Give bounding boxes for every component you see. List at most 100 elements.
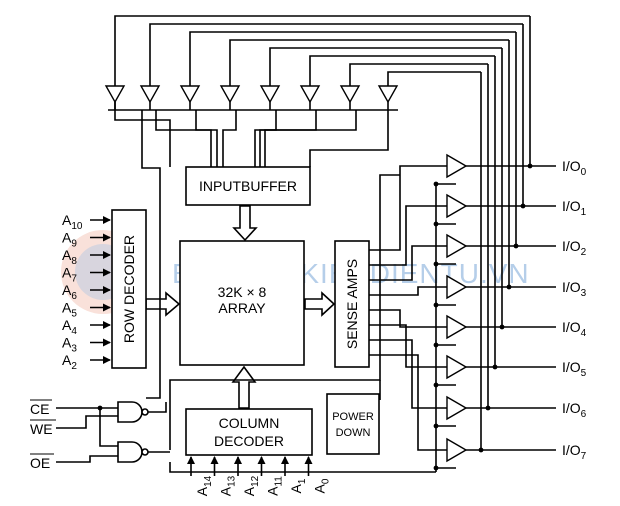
power-down: POWER DOWN — [326, 393, 380, 455]
io-bus-line — [269, 47, 502, 86]
input-driver-triangle — [179, 85, 201, 104]
row-address-pin-label: A2 — [62, 352, 77, 372]
column-address-pin-label: A14 — [194, 475, 214, 496]
output-driver-triangle — [446, 437, 468, 463]
rowdec-to-array-arrow — [145, 291, 181, 317]
ce-pin-label: CE — [30, 401, 49, 417]
column-address-pin-label: A11 — [265, 476, 285, 496]
io-pin-label: I/O2 — [562, 238, 587, 258]
junction-dot — [520, 203, 526, 209]
junction-dot — [478, 447, 484, 453]
driver-to-buffer-wire — [222, 110, 237, 167]
column-address-pin-label: A12 — [241, 475, 261, 496]
row-address-pin-label: A4 — [62, 317, 77, 337]
io-bus-line — [149, 23, 523, 86]
row-address-pin-label: A9 — [62, 230, 77, 250]
output-driver-triangle — [446, 193, 468, 219]
row-address-pin-label: A8 — [62, 247, 77, 267]
io-bus-line — [114, 15, 530, 86]
control-logic — [56, 401, 170, 463]
io-pin-label: I/O6 — [562, 400, 587, 420]
output-drivers — [169, 16, 556, 473]
row-address-pin-label: A5 — [62, 300, 77, 320]
io-pin-label: I/O4 — [562, 319, 587, 339]
coldec-to-array-arrow — [231, 365, 257, 409]
output-driver-triangle — [446, 314, 468, 340]
io-pin-label: I/O5 — [562, 359, 587, 379]
io-bus-line — [229, 39, 509, 86]
buffer-to-array-arrow — [232, 205, 258, 242]
power-down-label-2: DOWN — [336, 427, 371, 439]
io-pin-label: I/O7 — [562, 442, 587, 462]
io-bus-line — [309, 55, 495, 86]
we-pin-label: WE — [30, 421, 53, 437]
oe-pin-label: OE — [30, 455, 50, 471]
junction-dot — [499, 324, 505, 330]
io-pin-label: I/O3 — [562, 279, 587, 299]
row-address-pin-label: A7 — [62, 265, 77, 285]
input-driver-triangle — [377, 85, 399, 104]
output-driver-triangle — [446, 233, 468, 259]
sense-to-driver-wire — [369, 324, 447, 368]
row-address-pin-label: A6 — [62, 282, 77, 302]
junction-dot — [527, 163, 533, 169]
driver-to-buffer-wire — [195, 110, 218, 167]
input-driver-row — [104, 85, 399, 111]
array-to-sense-arrow — [304, 291, 336, 317]
sense-amps: SENSE AMPS — [334, 240, 370, 368]
sense-to-driver-wire — [369, 354, 447, 451]
input-driver-triangle — [299, 85, 321, 104]
control-wires — [141, 110, 400, 450]
input-driver-triangle — [259, 85, 281, 104]
row-address-pin-label: A10 — [62, 212, 83, 232]
input-buffer: INPUTBUFFER — [185, 166, 311, 206]
io-pin-label: I/O1 — [562, 198, 587, 218]
junction-dot — [485, 405, 491, 411]
column-decoder-label-1: COLUMN — [219, 415, 280, 431]
sense-amps-label: SENSE AMPS — [344, 259, 360, 349]
row-decoder: ROW DECODER — [111, 209, 147, 369]
driver-to-buffer-wire — [155, 110, 212, 167]
io-bus-line — [189, 31, 516, 86]
column-address-pin-label: A0 — [312, 478, 332, 493]
io-bus-line — [349, 63, 488, 86]
junction-dot — [506, 284, 512, 290]
junction-dot — [492, 364, 498, 370]
io-pin-label: I/O0 — [562, 158, 587, 178]
sense-to-driver-wire — [369, 165, 447, 251]
oe-wire — [169, 462, 436, 473]
driver-to-buffer-wire — [264, 110, 357, 167]
input-driver-triangle — [104, 85, 126, 104]
column-decoder-label-2: DECODER — [214, 433, 284, 449]
input-driver-triangle — [139, 85, 161, 104]
memory-array: 32K × 8 ARRAY — [179, 240, 305, 366]
output-driver-triangle — [446, 395, 468, 421]
sense-to-driver-wire — [369, 339, 447, 409]
output-driver-triangle — [446, 153, 468, 179]
sense-to-driver-wire — [369, 286, 447, 296]
column-address-pin-label: A1 — [288, 478, 308, 493]
io-bus-wires — [114, 15, 530, 167]
input-driver-triangle — [339, 85, 361, 104]
control-pins: CE WE OE — [30, 399, 56, 471]
column-address-pin-label: A13 — [218, 475, 238, 496]
junction-dot — [513, 243, 519, 249]
row-address-pin-label: A3 — [62, 335, 77, 355]
row-decoder-label: ROW DECODER — [121, 235, 137, 343]
column-decoder: COLUMN DECODER — [185, 408, 313, 456]
io-pins: I/O0I/O1I/O2I/O3I/O4I/O5I/O6I/O7 — [562, 158, 587, 462]
driver-to-buffer-wire — [259, 110, 317, 167]
sense-to-driver-wire — [369, 309, 447, 328]
input-buffer-label: INPUTBUFFER — [199, 178, 297, 194]
io-bus-line — [387, 71, 481, 86]
array-size-label: 32K × 8 — [218, 284, 267, 300]
output-driver-triangle — [446, 354, 468, 380]
sense-to-driver-wire — [369, 205, 447, 266]
array-label: ARRAY — [218, 300, 266, 316]
input-driver-triangle — [219, 85, 241, 104]
power-down-label-1: POWER — [332, 411, 374, 423]
driver-to-buffer-wire — [309, 110, 389, 167]
